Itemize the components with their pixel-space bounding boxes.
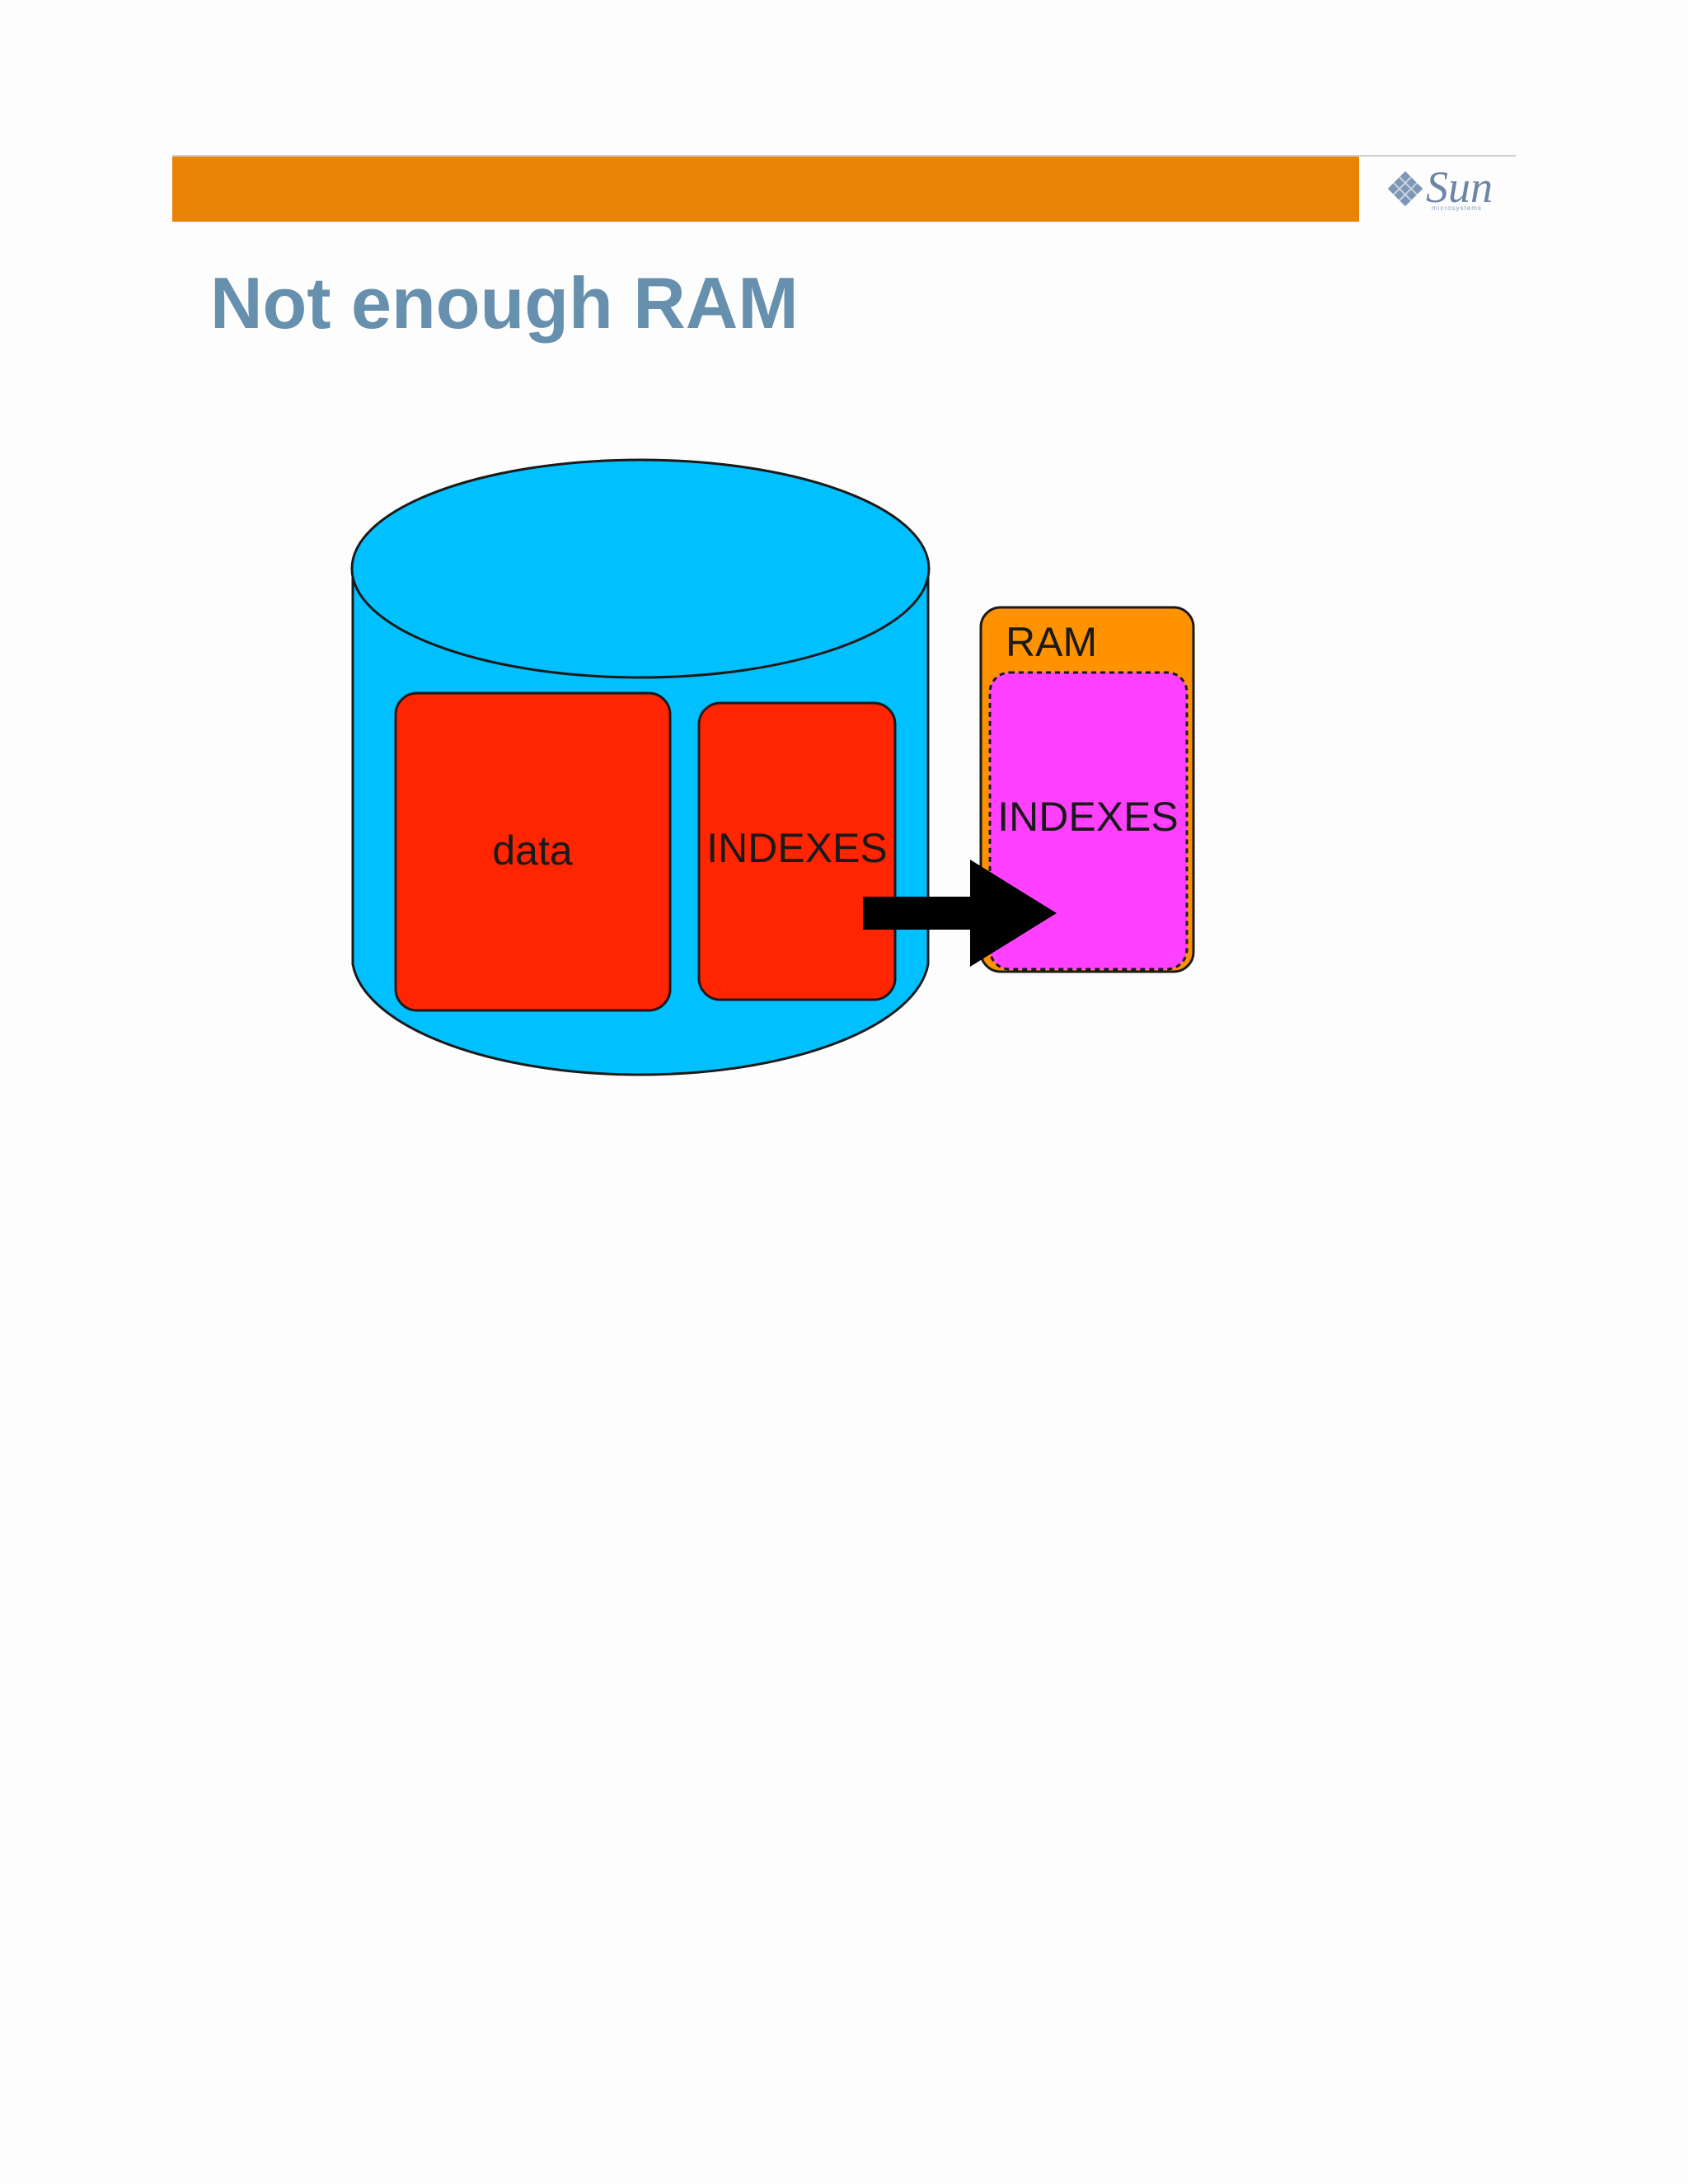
data-block-label: data bbox=[492, 827, 573, 874]
page-title: Not enough RAM bbox=[210, 262, 799, 344]
load-arrow bbox=[863, 860, 1057, 967]
sun-diamond-icon bbox=[1387, 171, 1423, 207]
header-bar bbox=[172, 157, 1359, 222]
header-rule bbox=[172, 155, 1516, 157]
logo-subtext: microsystems bbox=[1432, 204, 1482, 212]
sun-logo: Sun microsystems bbox=[1385, 163, 1496, 216]
disk-cylinder-top bbox=[350, 458, 931, 679]
data-block: data bbox=[394, 691, 672, 1012]
disk-indexes-label: INDEXES bbox=[706, 825, 888, 871]
ram-label: RAM bbox=[1006, 619, 1097, 665]
ram-indexes-label: INDEXES bbox=[997, 794, 1179, 840]
disk-indexes-block: INDEXES bbox=[697, 701, 897, 1001]
ram-indexes-block bbox=[988, 671, 1189, 971]
ram-box: RAM INDEXES bbox=[979, 606, 1195, 973]
logo-wordmark: Sun bbox=[1426, 162, 1493, 212]
header-bar-curve bbox=[1335, 157, 1352, 222]
